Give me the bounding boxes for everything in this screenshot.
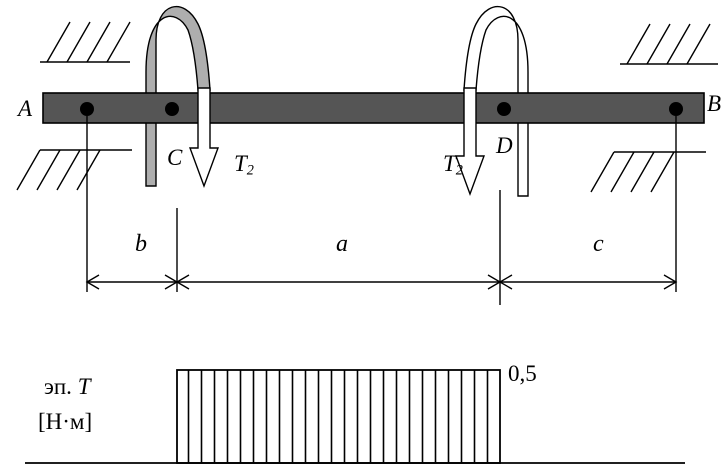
diagram-title: эп. T [44,374,91,399]
extension-lines [86,116,677,305]
left-wall-support [16,21,132,191]
label-torque-right: T2 [443,151,463,179]
label-dimension-a: a [336,231,348,257]
torque-plot [25,369,685,464]
torque-arrow-left-head [188,87,220,189]
point-a-marker [80,102,94,116]
shaft [42,92,705,124]
diagram-units: [Н·м] [38,409,93,434]
label-dimension-c: c [593,231,604,257]
label-point-d: D [496,133,513,158]
point-c-marker [165,102,179,116]
label-torque-left: T2 [234,151,254,179]
diagram-value-label: 0,5 [508,361,537,386]
point-d-marker [497,102,511,116]
torque-arrow-right-head [454,87,486,197]
label-point-c: C [167,145,183,170]
dimension-line [85,274,678,290]
diagram-hatch [177,370,500,463]
point-b-marker [669,102,683,116]
label-dimension-b: b [135,231,147,257]
label-point-a: A [18,96,33,121]
diagram-rectangle [176,369,501,464]
label-point-b: B [707,91,722,116]
right-wall-support [590,23,718,193]
